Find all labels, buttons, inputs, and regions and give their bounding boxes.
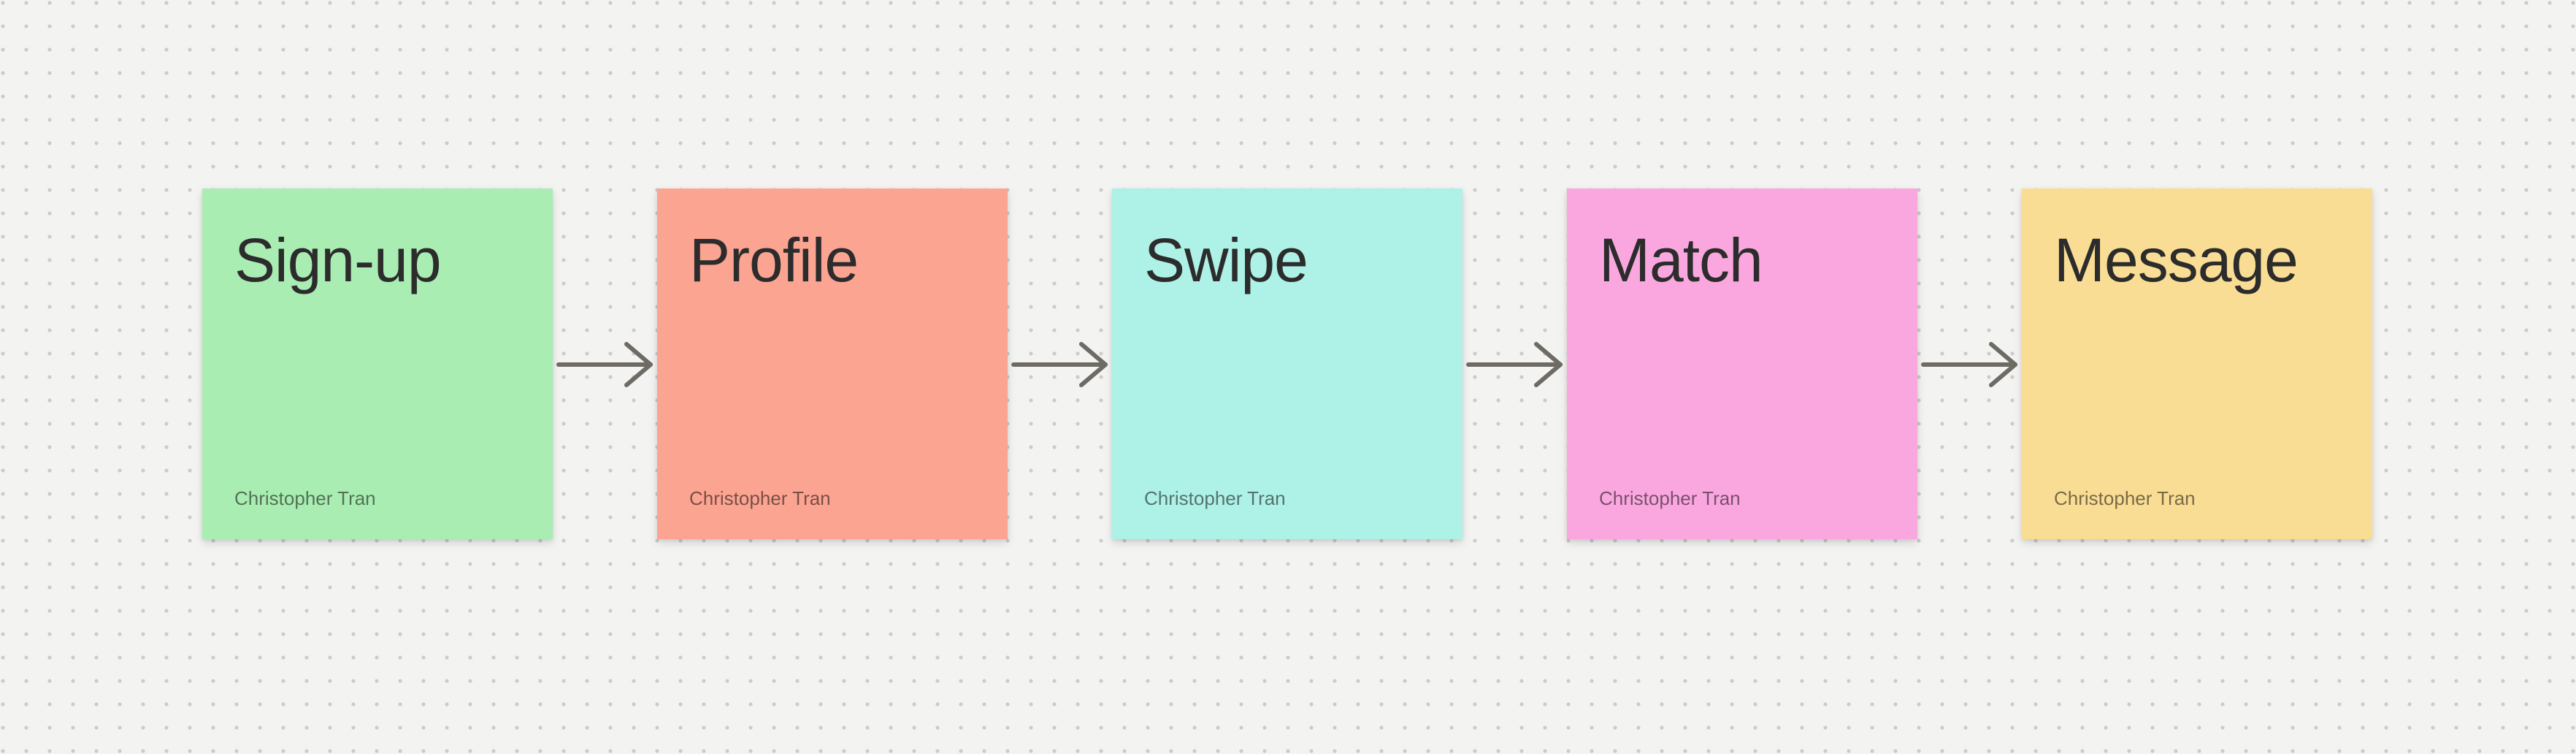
sticky-note-message[interactable]: Message Christopher Tran	[2022, 188, 2372, 539]
sticky-note-match[interactable]: Match Christopher Tran	[1567, 188, 1917, 539]
sticky-title: Swipe	[1144, 226, 1308, 294]
arrow-head	[624, 342, 653, 387]
connector-arrow[interactable]	[553, 321, 657, 408]
arrow-head	[1534, 342, 1563, 387]
sticky-title: Match	[1599, 226, 1763, 294]
sticky-author-label: Christopher Tran	[1144, 487, 1286, 510]
sticky-title: Message	[2054, 226, 2299, 294]
sticky-title: Sign-up	[234, 226, 442, 294]
sticky-author-label: Christopher Tran	[2054, 487, 2196, 510]
sticky-author-label: Christopher Tran	[689, 487, 831, 510]
connector-arrow[interactable]	[1917, 321, 2022, 408]
connector-arrow[interactable]	[1463, 321, 1567, 408]
sticky-note-profile[interactable]: Profile Christopher Tran	[657, 188, 1008, 539]
connector-arrow[interactable]	[1008, 321, 1112, 408]
sticky-note-signup[interactable]: Sign-up Christopher Tran	[202, 188, 553, 539]
arrow-head	[1989, 342, 2017, 387]
sticky-author-label: Christopher Tran	[234, 487, 376, 510]
sticky-note-swipe[interactable]: Swipe Christopher Tran	[1112, 188, 1463, 539]
sticky-author-label: Christopher Tran	[1599, 487, 1741, 510]
sticky-title: Profile	[689, 226, 859, 294]
arrow-head	[1079, 342, 1108, 387]
